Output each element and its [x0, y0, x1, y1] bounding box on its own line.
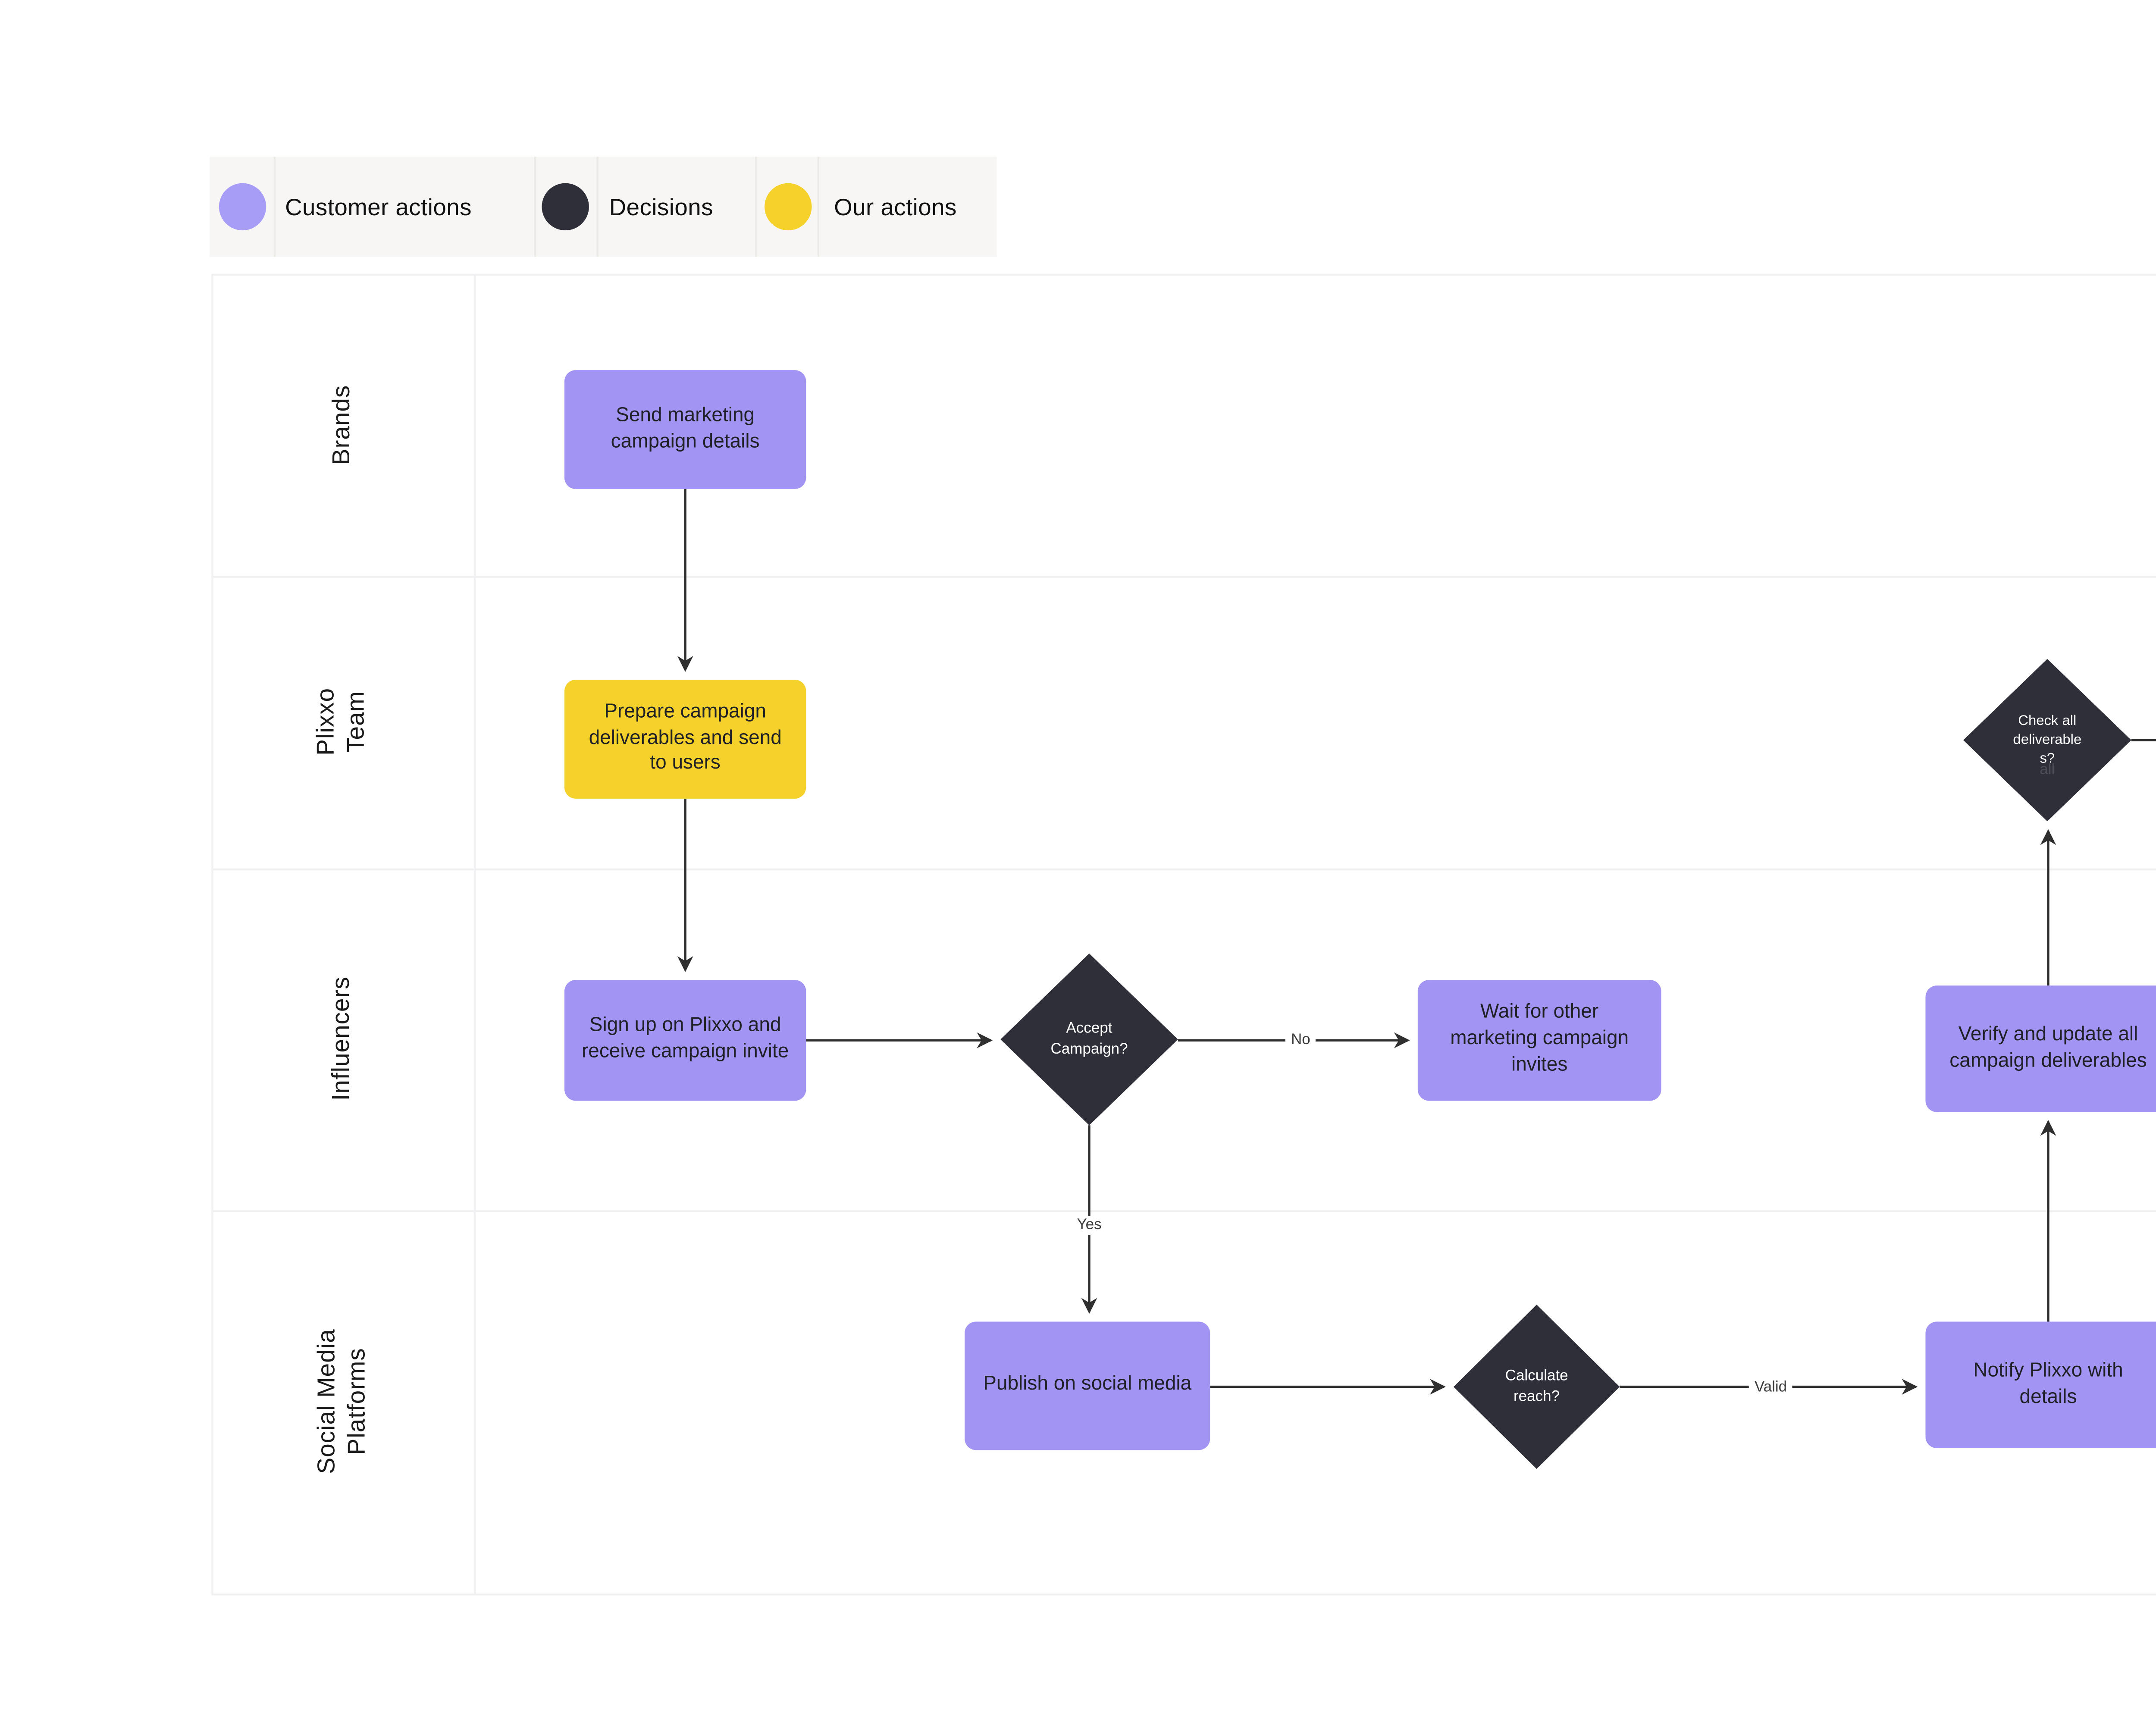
legend-divider	[273, 157, 275, 257]
node-notify-plixxo-details[interactable]: Notify Plixxo with details	[1925, 1321, 2156, 1448]
ghost-text: all	[2040, 761, 2055, 778]
edge-label-yes[interactable]: Yes	[1071, 1216, 1107, 1235]
legend-dot-our-actions	[765, 183, 812, 231]
legend-dot-decisions	[541, 183, 588, 231]
node-publish-social-media[interactable]: Publish on social media	[965, 1321, 1210, 1450]
lane-label-column-border	[473, 273, 476, 1593]
node-send-marketing-details[interactable]: Send marketing campaign details	[564, 370, 806, 489]
lane-frame-left-border	[210, 273, 213, 1593]
node-wait-other-invites[interactable]: Wait for other marketing campaign invite…	[1417, 980, 1661, 1101]
lane-border-2	[210, 868, 2156, 871]
legend-divider	[596, 157, 598, 257]
edge-label-no[interactable]: No	[1285, 1031, 1316, 1050]
lane-border-1	[210, 575, 2156, 577]
legend-divider	[534, 157, 536, 257]
edge-label-valid-reach[interactable]: Valid	[1749, 1377, 1793, 1396]
legend-divider	[755, 157, 757, 257]
legend-panel: Customer actions Decisions Our actions	[209, 157, 997, 257]
legend-divider	[817, 157, 820, 257]
node-verify-update-deliverables[interactable]: Verify and update all campaign deliverab…	[1925, 985, 2156, 1112]
lane-border-bottom	[210, 1592, 2156, 1595]
node-prepare-campaign-deliverables[interactable]: Prepare campaign deliverables and send t…	[564, 680, 806, 799]
legend-dot-customer-actions	[218, 183, 266, 231]
lane-border-top	[210, 273, 2156, 276]
lane-border-3	[210, 1210, 2156, 1212]
node-signup-plixxo[interactable]: Sign up on Plixxo and receive campaign i…	[564, 980, 806, 1101]
legend-label-our-actions: Our actions	[834, 193, 957, 220]
legend-label-customer-actions: Customer actions	[285, 193, 472, 220]
legend-label-decisions: Decisions	[609, 193, 713, 220]
